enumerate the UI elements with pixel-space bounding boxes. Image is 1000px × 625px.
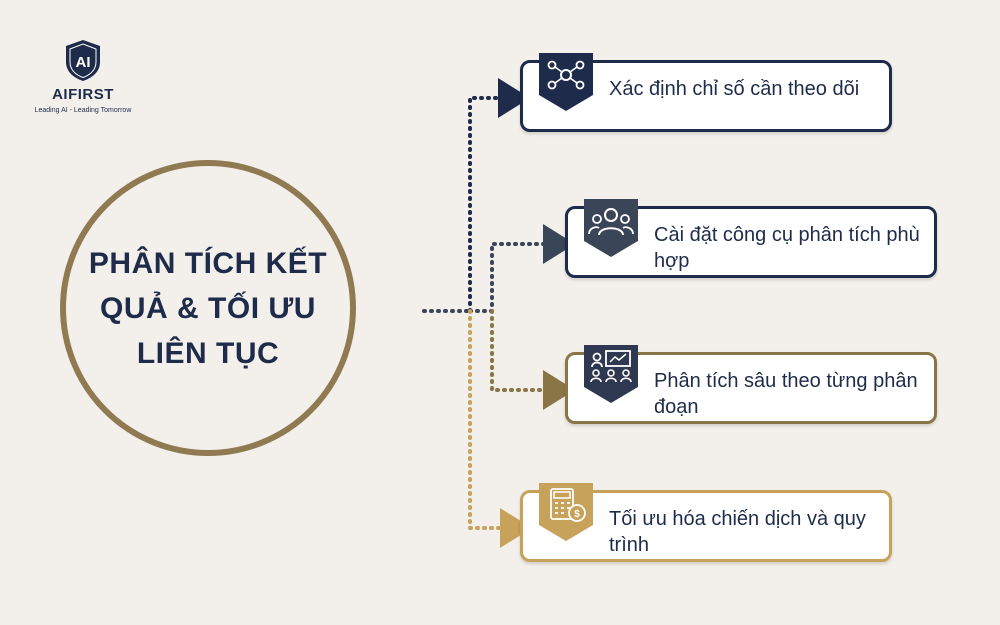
step-label-3: Phân tích sâu theo từng phân đoạn (654, 370, 918, 418)
step-label-4: Tối ưu hóa chiến dịch và quy trình (609, 508, 866, 556)
step-card-1: Xác định chỉ số cần theo dõi (520, 53, 892, 132)
shield-logo-icon: AI (66, 40, 100, 81)
calculator-icon: $ (539, 483, 593, 543)
logo-mark: AI (76, 54, 91, 71)
connector-step-1 (468, 78, 530, 313)
brand-tagline: Leading AI - Leading Tomorrow (34, 107, 132, 114)
brand-logo: AI AIFIRST Leading AI - Leading Tomorrow (28, 38, 138, 114)
team-icon (584, 199, 638, 259)
connector-step-3 (490, 309, 575, 410)
step-label-1: Xác định chỉ số cần theo dõi (609, 78, 860, 100)
network-people-icon (539, 53, 593, 113)
step-card-4: $ Tối ưu hóa chiến dịch và quy trình (520, 483, 892, 562)
step-label-2: Cài đặt công cụ phân tích phù hợp (654, 224, 920, 272)
connector-step-4 (468, 309, 532, 548)
step-card-3: Phân tích sâu theo từng phân đoạn (565, 345, 937, 424)
connector-step-2 (468, 224, 575, 313)
hub-circle: PHÂN TÍCH KẾT QUẢ & TỐI ƯU LIÊN TỤC (60, 160, 356, 456)
svg-text:$: $ (574, 509, 580, 520)
step-card-2: Cài đặt công cụ phân tích phù hợp (565, 199, 937, 278)
presentation-icon (584, 345, 638, 405)
brand-name: AIFIRST (52, 86, 114, 103)
hub-title: PHÂN TÍCH KẾT QUẢ & TỐI ƯU LIÊN TỤC (88, 246, 328, 370)
